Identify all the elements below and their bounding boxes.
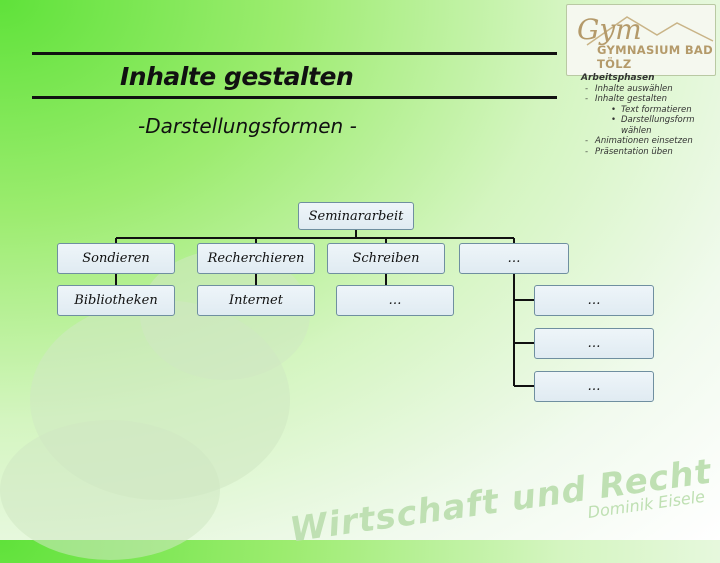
node-level2: Bibliotheken <box>57 285 175 316</box>
phase-item: Präsentation üben <box>585 147 720 158</box>
phase-subitem: Darstellungsform wählen <box>611 115 720 136</box>
work-phases: Arbeitsphasen Inhalte auswählen Inhalte … <box>581 73 720 157</box>
node-root: Seminararbeit <box>298 202 414 230</box>
background-shape <box>0 420 220 560</box>
node-level2: … <box>534 285 654 316</box>
node-level1: … <box>459 243 569 274</box>
logo-school-name: GYMNASIUM BAD TÖLZ <box>597 43 713 71</box>
node-level2: Internet <box>197 285 315 316</box>
phase-item-label: Inhalte gestalten <box>595 94 668 104</box>
logo-script: Gym <box>577 13 642 46</box>
node-level1: Recherchieren <box>197 243 315 274</box>
node-level1: Sondieren <box>57 243 175 274</box>
node-level2: … <box>336 285 454 316</box>
slide-title: Inhalte gestalten <box>120 62 354 91</box>
title-rule-bottom <box>32 96 557 99</box>
node-level2: … <box>534 371 654 402</box>
phase-subitem: Text formatieren <box>611 105 720 116</box>
node-level2: … <box>534 328 654 359</box>
phase-item: Inhalte gestalten Text formatieren Darst… <box>585 94 720 136</box>
phases-heading: Arbeitsphasen <box>581 73 655 83</box>
phase-item: Animationen einsetzen <box>585 136 720 147</box>
phase-item: Inhalte auswählen <box>585 84 720 95</box>
title-rule-top <box>32 52 557 55</box>
mountain-icon <box>586 16 714 46</box>
node-level1: Schreiben <box>327 243 445 274</box>
school-logo: Gym GYMNASIUM BAD TÖLZ <box>566 4 716 76</box>
slide-subtitle: -Darstellungsformen - <box>138 114 357 138</box>
diagram-connectors <box>115 230 534 387</box>
